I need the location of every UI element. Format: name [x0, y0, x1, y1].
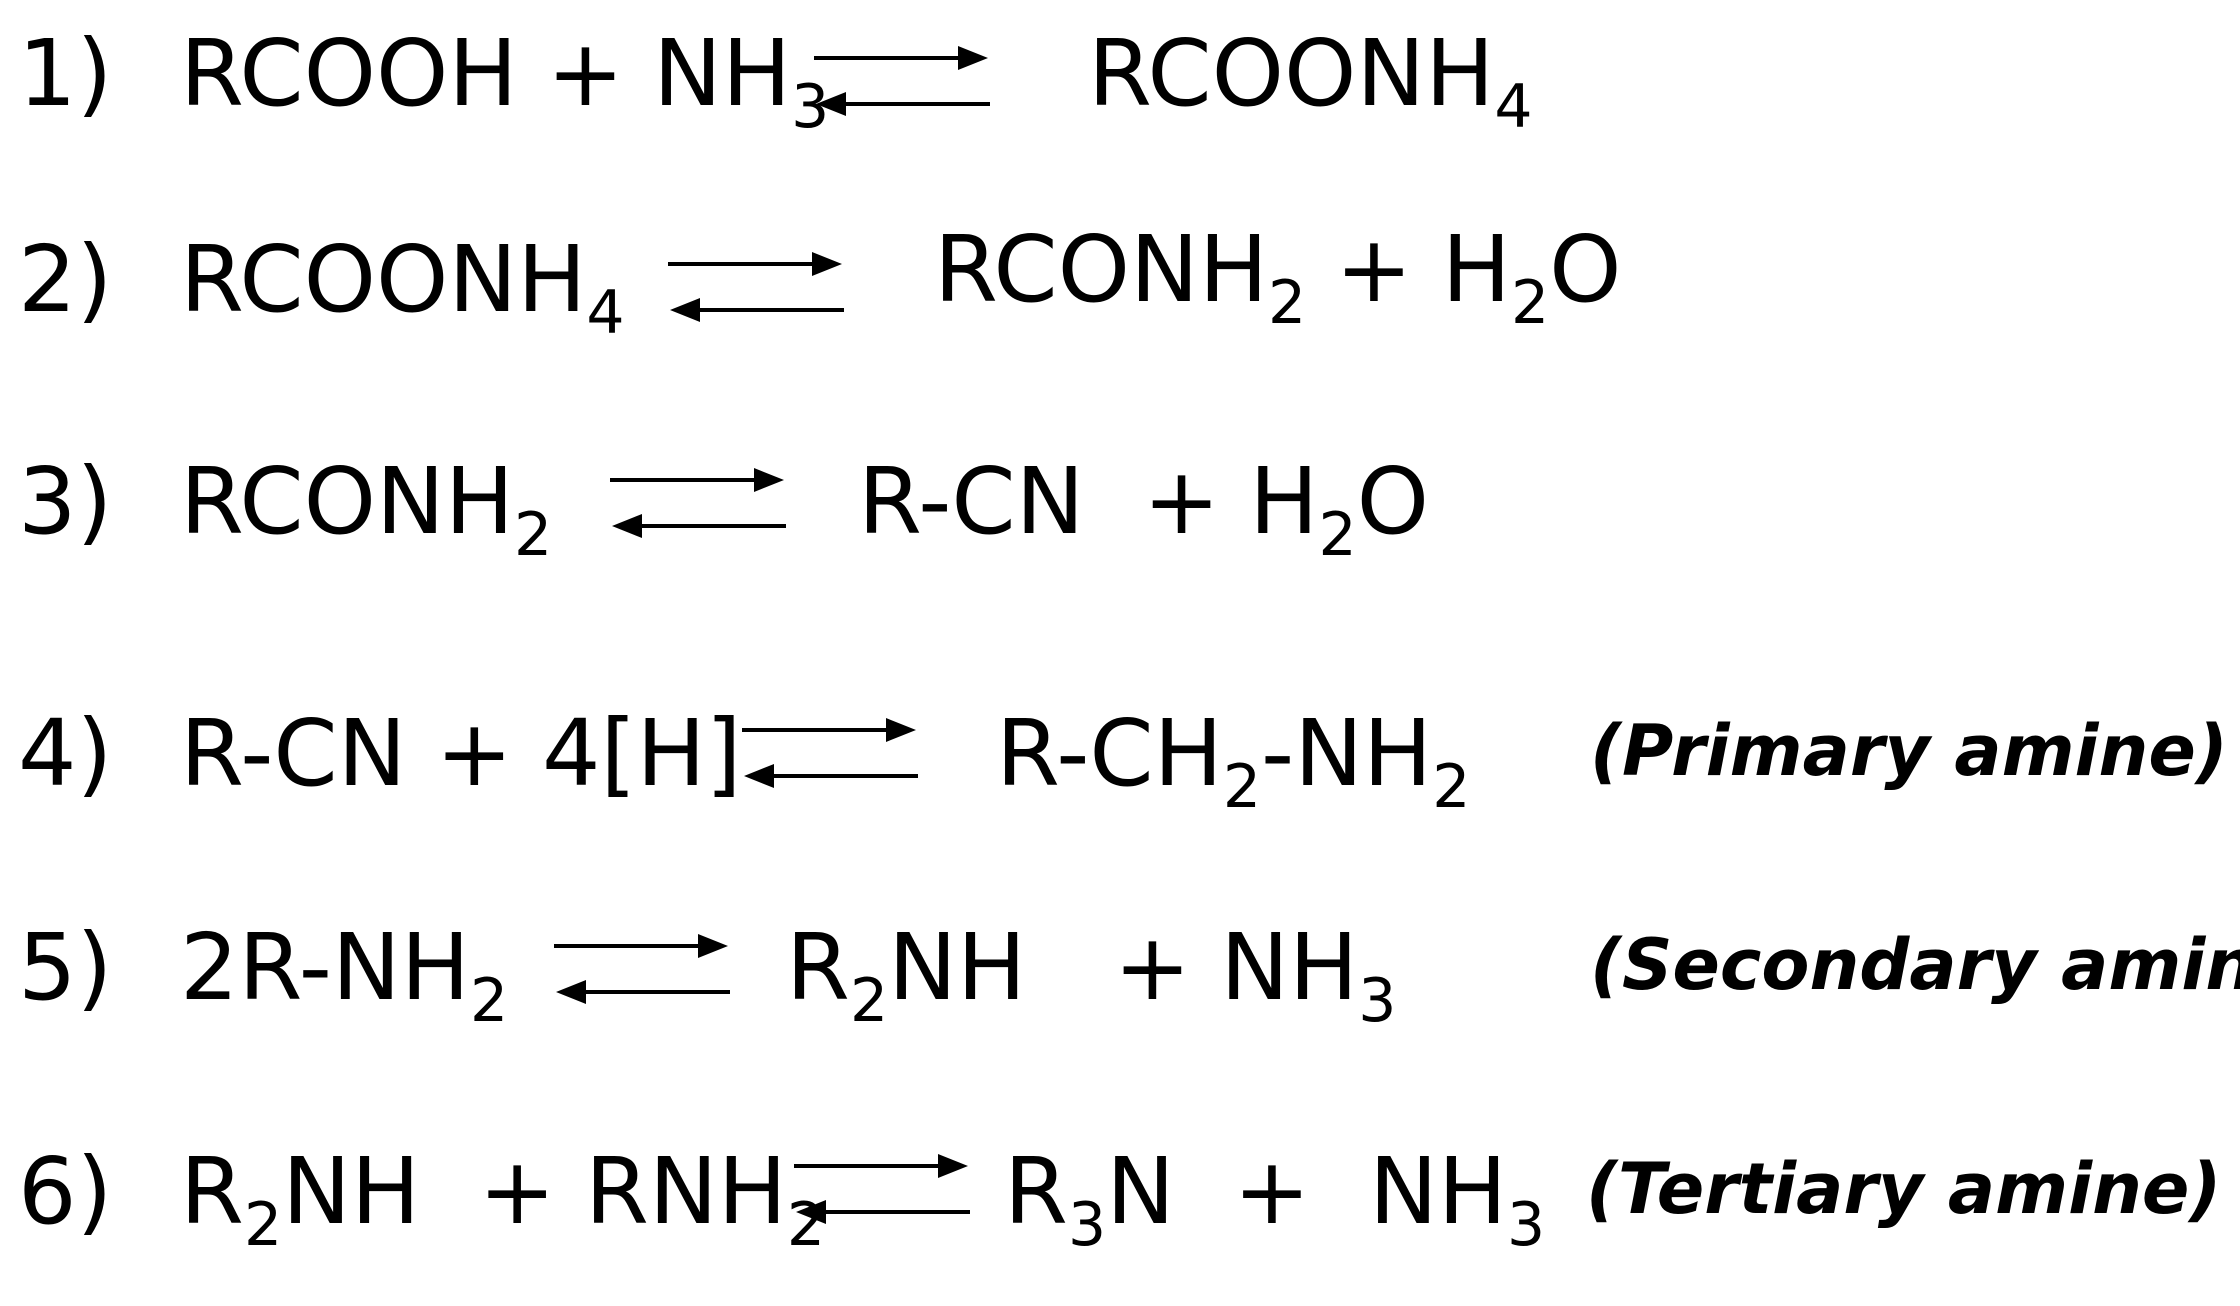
equilibrium-arrow-icon [554, 934, 730, 1004]
formula-subscript: 3 [1067, 1190, 1107, 1260]
reaction-number: 2) [18, 226, 113, 333]
reaction-note: (Primary amine) [1590, 710, 2228, 792]
formula-subscript: 3 [1358, 966, 1397, 1036]
products: RCONH2 + H2O [934, 224, 1622, 334]
formula-text: N + NH [1106, 1138, 1508, 1245]
products: RCOONH4 [1088, 28, 1533, 138]
formula-text: 2R-NH [180, 914, 470, 1021]
formula-text: RCONH [934, 216, 1268, 323]
equilibrium-arrow-icon [814, 46, 990, 116]
formula-subscript: 2 [1432, 752, 1471, 822]
formula-text: -NH [1261, 700, 1433, 807]
formula-text: O [1356, 448, 1430, 555]
formula-text: NH + RNH [282, 1138, 787, 1245]
reaction-number: 6) [18, 1138, 113, 1245]
formula-text: R-CN + H [858, 448, 1319, 555]
reaction-number: 1) [18, 20, 113, 127]
formula-text: R [1004, 1138, 1068, 1245]
reaction-number: 4) [18, 700, 113, 807]
equilibrium-arrow-icon [668, 252, 844, 322]
formula-text: R-CN + 4[H] [180, 700, 742, 807]
formula-text: R [180, 1138, 244, 1245]
formula-text: RCOOH + NH [180, 20, 792, 127]
products: R2NH + NH3 [786, 922, 1396, 1032]
formula-text: R [786, 914, 850, 1021]
formula-subscript: 2 [1222, 752, 1261, 822]
formula-text: RCOONH [1088, 20, 1495, 127]
equilibrium-arrow-icon [610, 468, 786, 538]
reactants: R2NH + RNH2 [180, 1146, 825, 1256]
reaction-note: (Secondary amine) [1590, 924, 2240, 1006]
products: R3N + NH3 [1004, 1146, 1545, 1256]
formula-subscript: 2 [1510, 268, 1550, 338]
products: R-CH2-NH2 [996, 708, 1470, 818]
reaction-number: 3) [18, 448, 113, 555]
formula-subscript: 2 [469, 966, 509, 1036]
reaction-number: 5) [18, 914, 113, 1021]
formula-subscript: 2 [1318, 500, 1357, 570]
formula-subscript: 3 [791, 72, 830, 142]
formula-text: + H [1306, 216, 1511, 323]
formula-subscript: 4 [1494, 72, 1533, 142]
reactants: RCONH2 [180, 456, 552, 566]
reactants: 2R-NH2 [180, 922, 508, 1032]
formula-text: R-CH [996, 700, 1223, 807]
formula-text: RCOONH [180, 226, 587, 333]
products: R-CN + H2O [858, 456, 1429, 566]
formula-text: O [1549, 216, 1622, 323]
formula-text: NH + NH [888, 914, 1359, 1021]
reactants: RCOONH4 [180, 234, 625, 344]
reactants: RCOOH + NH3 [180, 28, 829, 138]
equilibrium-arrow-icon [742, 718, 918, 788]
formula-subscript: 2 [243, 1190, 283, 1260]
formula-subscript: 4 [586, 278, 625, 348]
reactants: R-CN + 4[H] [180, 708, 742, 800]
formula-subscript: 2 [514, 500, 553, 570]
formula-subscript: 2 [1268, 268, 1307, 338]
formula-subscript: 3 [1507, 1190, 1546, 1260]
formula-subscript: 2 [849, 966, 889, 1036]
formula-text: RCONH [180, 448, 514, 555]
reaction-note: (Tertiary amine) [1586, 1148, 2222, 1230]
equilibrium-arrow-icon [794, 1154, 970, 1224]
reaction-scheme: { "reactions": [ { "label": "1)", "left"… [18, 20, 2240, 1256]
